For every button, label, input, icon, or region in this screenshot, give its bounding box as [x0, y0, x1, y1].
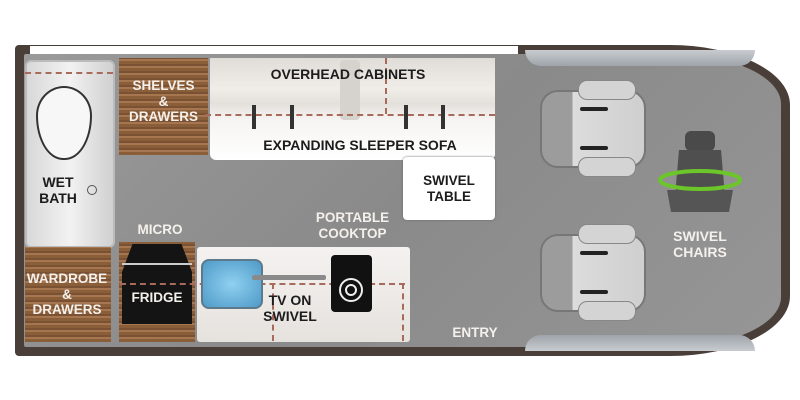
overhead-cabinet-divider	[385, 58, 387, 114]
top-wall-trim	[30, 46, 518, 54]
fridge-label: FRIDGE	[131, 290, 183, 305]
shelves-drawers-label: SHELVES&DRAWERS	[128, 78, 198, 125]
sink	[201, 259, 263, 309]
sofa-divider	[340, 60, 360, 120]
seatbelt	[290, 105, 294, 129]
seatbelt	[252, 105, 256, 129]
toilet-icon	[36, 86, 92, 160]
swivel-table	[403, 157, 495, 220]
entry-label: ENTRY	[452, 325, 498, 340]
overhead-cabinet-outline	[205, 114, 495, 116]
seatbelt	[441, 105, 445, 129]
windshield-bottom	[525, 335, 755, 351]
swivel-chair	[540, 224, 650, 321]
seatbelt	[404, 105, 408, 129]
tv-on-swivel	[252, 275, 326, 280]
overhead-outline	[402, 283, 404, 341]
micro-label: MICRO	[137, 222, 183, 237]
wardrobe-drawers	[25, 247, 111, 342]
overhead-cabinets-label: OVERHEAD CABINETS	[270, 66, 426, 82]
overhead-outline	[25, 72, 113, 74]
shelves-drawers	[119, 58, 208, 155]
windshield-top	[525, 50, 755, 66]
overhead-outline	[272, 283, 274, 341]
burner-icon	[339, 278, 363, 302]
swivel-seat-icon	[655, 128, 745, 218]
wardrobe-drawers-label: WARDROBE&DRAWERS	[26, 271, 108, 318]
swivel-chair	[540, 80, 650, 177]
sleeper-sofa-label: EXPANDING SLEEPER SOFA	[263, 137, 457, 153]
burner-inner-icon	[345, 284, 357, 296]
drain-icon	[87, 185, 97, 195]
micro-divider	[122, 263, 192, 265]
